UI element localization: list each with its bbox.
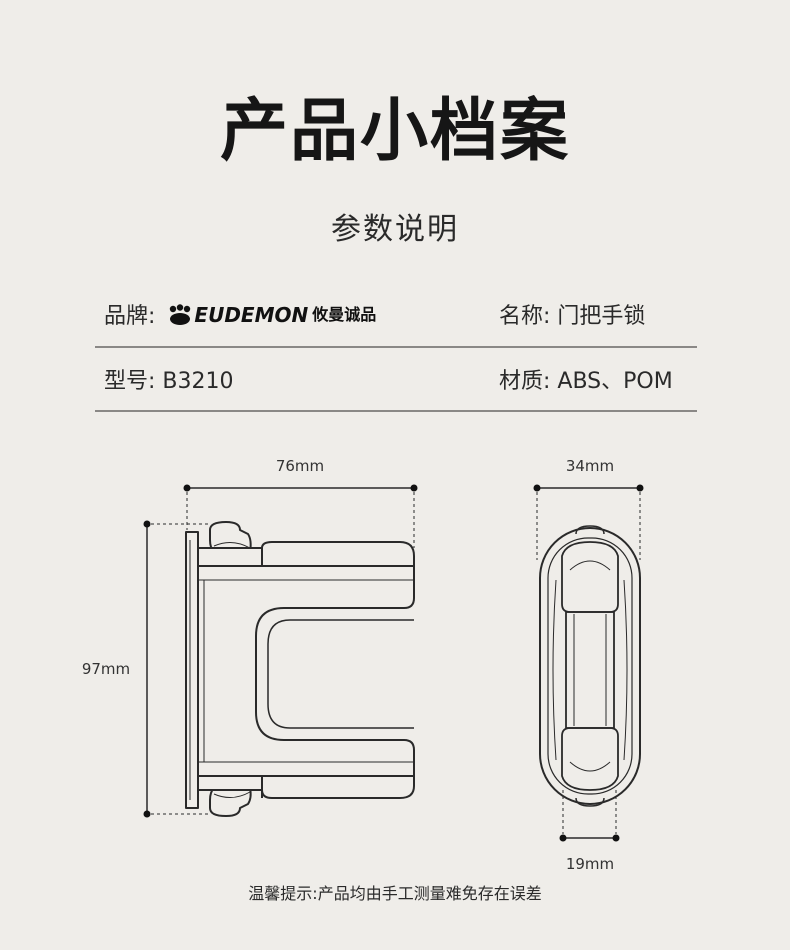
- name-value: 门把手锁: [557, 304, 646, 329]
- front-width-label: 76mm: [276, 457, 324, 475]
- spec-row-model-material: 型号: B3210 材质: ABS、POM: [95, 350, 697, 414]
- side-view-drawing: [539, 525, 641, 807]
- brand-logo: EUDEMON 攸曼诚品: [166, 283, 376, 347]
- name-cell: 名称: 门把手锁: [499, 285, 645, 349]
- front-view-drawing: [185, 521, 415, 817]
- brand-wordmark: EUDEMON: [194, 303, 309, 327]
- model-cell: 型号: B3210: [104, 350, 234, 414]
- name-label: 名称:: [499, 304, 551, 329]
- material-label: 材质:: [499, 369, 551, 394]
- paw-icon: [170, 304, 191, 325]
- divider: [95, 410, 697, 412]
- measurement-note: 温馨提示:产品均由手工测量难免存在误差: [248, 884, 542, 903]
- brand-cn-name: 攸曼诚品: [312, 305, 377, 324]
- side-bottom-dimension: [559, 790, 620, 842]
- side-width-dimension: [533, 484, 644, 560]
- brand-label: 品牌:: [104, 304, 156, 329]
- divider: [95, 346, 697, 348]
- material-cell: 材质: ABS、POM: [499, 350, 673, 414]
- model-label: 型号:: [104, 369, 156, 394]
- front-height-label: 97mm: [82, 660, 130, 678]
- page-subtitle: 参数说明: [331, 212, 459, 247]
- spec-row-brand-name: 品牌: EUDEMON 攸曼诚品 名称: 门把手锁: [95, 285, 697, 349]
- brand-cell: 品牌: EUDEMON 攸曼诚品: [104, 285, 376, 349]
- front-width-dimension: [183, 484, 418, 548]
- material-value: ABS、POM: [557, 369, 673, 394]
- front-height-dimension: [143, 520, 210, 818]
- page-title: 产品小档案: [219, 92, 570, 171]
- side-bottom-label: 19mm: [566, 855, 614, 873]
- model-value: B3210: [162, 369, 234, 394]
- side-width-label: 34mm: [566, 457, 614, 475]
